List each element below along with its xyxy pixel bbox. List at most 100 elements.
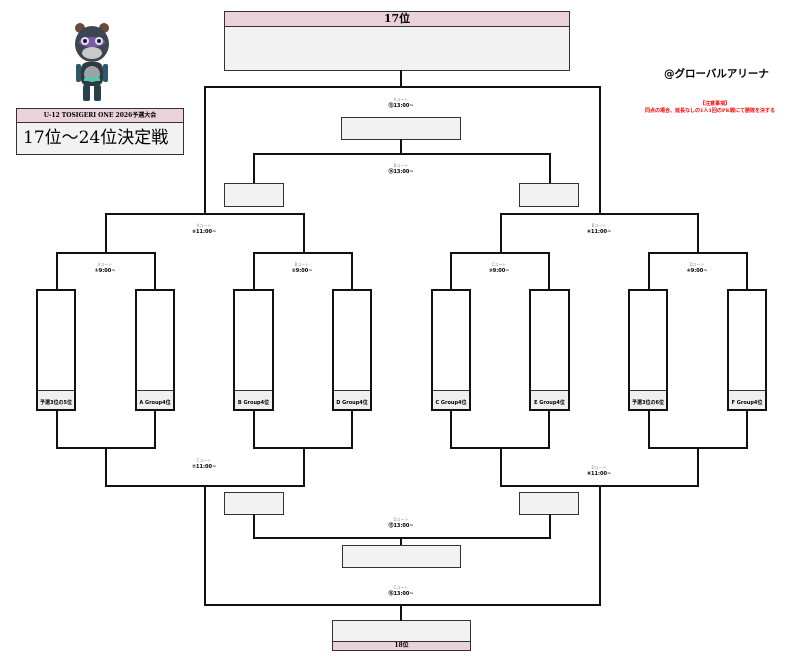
bracket-line [204,86,206,214]
time-label: ⑧11:00~ [586,471,612,477]
bracket-line [450,252,452,290]
result-box-right-semi-loser [519,183,579,207]
bracket-line [351,410,353,448]
notice-heading: 【注意事項】 [699,101,730,107]
bracket-line [253,153,551,155]
bracket-line [549,153,551,184]
time-label: ⑥11:00~ [586,229,612,235]
time-label: ⑦11:00~ [191,464,217,470]
court-label: Dコート [591,465,607,470]
bracket-line [450,252,550,254]
court-label: Aコート [97,262,113,267]
placement-17-box: 17位 [224,11,570,71]
bracket-line [400,537,402,546]
tournament-title-block: U-12 TOSIGERI ONE 2026予選大会 17位〜24位決定戦 [16,108,184,155]
placement-18-box: 18位 [332,620,471,651]
time-label: ⑭13:00~ [388,169,414,175]
team-label: E Group4位 [531,390,568,409]
bracket-line [56,252,156,254]
team-slot: C Group4位 [431,289,471,411]
bracket-line [105,213,305,215]
court-label: Dコート [689,262,705,267]
bracket-line [253,537,551,539]
team-label: A Group4位 [137,390,173,409]
time-label: ⑯13:00~ [388,591,414,597]
team-label: 予選3位の5位 [38,390,74,409]
bracket-line [303,213,305,253]
team-slot: E Group4位 [529,289,570,411]
tournament-subtitle: U-12 TOSIGERI ONE 2026予選大会 [17,109,183,123]
bracket-line [599,485,601,606]
bracket-line [599,86,601,214]
bracket-line [400,70,402,87]
team-slot: 予選3位の5位 [36,289,76,411]
placement-18-label: 18位 [333,641,470,650]
team-slot: 予選3位の6位 [628,289,668,411]
bracket-line [500,213,699,215]
team-slot: F Group4位 [727,289,767,411]
bracket-line [648,252,650,290]
bracket-line [105,213,107,253]
bracket-line [154,252,156,290]
team-label: F Group4位 [729,390,765,409]
venue-label: @グローバルアリーナ [664,68,769,80]
team-label: 予選3位の6位 [630,390,666,409]
team-slot: A Group4位 [135,289,175,411]
bracket-line [253,410,255,448]
time-label: ①9:00~ [94,268,116,274]
team-slot: D Group4位 [332,289,372,411]
court-label: Cコート [393,585,409,590]
placement-17-label: 17位 [225,12,569,27]
tournament-title: 17位〜24位決定戦 [17,123,183,154]
court-label: Aコート [196,223,212,228]
court-label: Aコート [393,97,409,102]
result-box-left-semi-loser [224,183,284,207]
team-slot: B Group4位 [233,289,274,411]
time-label: ⑤11:00~ [191,229,217,235]
bracket-line [56,252,58,290]
bracket-line [253,252,255,290]
team-label: C Group4位 [433,390,469,409]
team-label: B Group4位 [235,390,272,409]
bracket-line [253,514,255,538]
court-label: Bコート [393,163,409,168]
bracket-line [303,447,305,486]
bracket-line [697,213,699,253]
result-box-top-consolation [341,117,461,140]
team-label: D Group4位 [334,390,370,409]
bracket-line [746,252,748,290]
court-label: Cコート [196,458,212,463]
notice-text: 同点の場合、延長なしの1人1回のPK戦にて勝敗を決する [644,108,776,114]
time-label: ②9:00~ [291,268,313,274]
result-box-right-lower-loser [519,492,579,515]
time-label: ⑮13:00~ [388,523,414,529]
bracket-line [450,410,452,448]
hippo-mascot-icon [75,23,109,101]
court-label: Bコート [294,262,310,267]
bracket-line [351,252,353,290]
bracket-line [648,252,748,254]
bracket-line [204,604,601,606]
bracket-line [549,514,551,538]
bracket-line [253,153,255,184]
bracket-line [746,410,748,448]
result-box-left-lower-loser [224,492,284,515]
time-label: ⑬13:00~ [388,103,414,109]
bracket-line [154,410,156,448]
bracket-line [204,485,206,606]
bracket-line [548,410,550,448]
bracket-line [500,447,502,486]
bracket-line [648,410,650,448]
bracket-line [400,604,402,621]
time-label: ④9:00~ [686,268,708,274]
bracket-line [56,410,58,448]
result-box-bottom-consolation [342,545,461,568]
